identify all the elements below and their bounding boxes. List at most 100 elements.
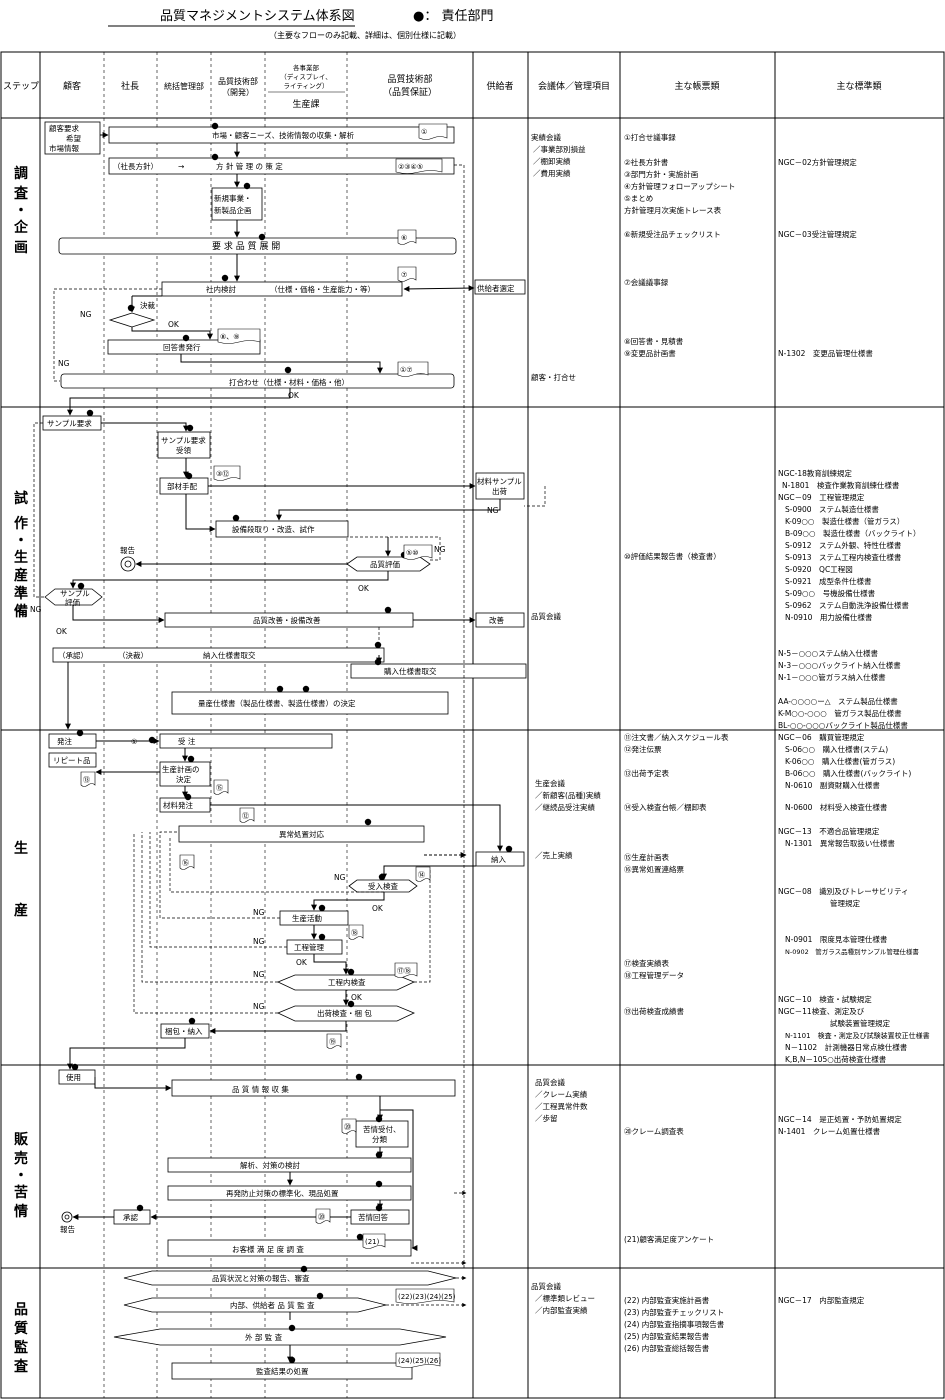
ng-3: NG [487, 506, 499, 515]
std-c14: N-1101 検査・測定及び試験装置校正仕様書 [785, 1031, 930, 1040]
mk-7: ⑦ [401, 271, 407, 279]
col-customer: 顧客 [63, 80, 81, 92]
form-5: ⑤まとめ [624, 194, 653, 203]
mk-13: ⑬ [83, 776, 90, 784]
mtg-s3d: ／売上実績 [535, 850, 573, 860]
parts-label: 部材手配 [167, 481, 197, 491]
form-8: ⑧回答書・見積書 [624, 336, 684, 346]
col-standards: 主な標準類 [836, 80, 881, 92]
box-meeting-item [60, 373, 455, 389]
stage-sales-2: 売 [14, 1150, 28, 1167]
stage-plan-3: ・ [14, 203, 28, 219]
ok-2: OK [288, 391, 300, 400]
mk-1b: ① [131, 738, 137, 746]
std-b18: K-M○○-○○○ 管ガラス製品仕様書 [778, 708, 902, 718]
decision-label: 決裁 [140, 300, 155, 310]
mk-14: ⑭ [418, 871, 425, 879]
supplier-select-label: 供給者選定 [477, 283, 515, 293]
form-9: ⑨変更品計画書 [624, 348, 676, 358]
material-order-label: 材料発注 [163, 800, 193, 810]
col-president: 社長 [121, 80, 139, 92]
meeting-item-label: 打合わせ（仕様・材料・価格・他） [229, 377, 349, 387]
box-survey [167, 1239, 412, 1257]
mk-1718: ⑰⑱ [397, 967, 411, 975]
equip-label: 設備段取り・改造、試作 [232, 524, 315, 534]
complaint-1: 苦情受付、 [363, 1124, 401, 1134]
col-prod-3: ライティング） [284, 81, 329, 90]
std-b6: B-09○○ 製造仕様書（バックライト） [785, 528, 920, 538]
col-qa: 品質技術部 [387, 73, 432, 85]
process-label: 工程管理 [294, 942, 324, 952]
column-headers: ステップ 顧客 社長 統括管理部 品質技術部 （開発） 各事業部 （ディスプレイ… [3, 63, 882, 110]
mtg-s1e: 顧客・打合せ [531, 372, 576, 382]
mk-312: ③⑫ [216, 470, 229, 478]
ng-8: NG [253, 937, 265, 946]
mtg-s1c: ／棚卸実績 [533, 156, 571, 166]
std-c8: N-1301 異常報告取扱い仕様書 [785, 838, 895, 848]
sample-accept-2: 受領 [176, 445, 191, 455]
box-supplier-select [474, 279, 526, 295]
kessai-label: （決裁） [118, 650, 148, 660]
improve-label: 品質改善・設備改善 [253, 615, 321, 625]
quality-eval-label: 品質評価 [370, 559, 400, 569]
production-label: 生産活動 [292, 913, 322, 923]
box-newbiz [211, 187, 263, 221]
std-b5: K-09○○ 製造仕様書（管ガラス） [785, 516, 904, 526]
box-sample-accept [157, 431, 211, 459]
std-b1: NGC-18教育訓練規定 [778, 468, 852, 478]
stage-sales-4: 苦 [14, 1184, 28, 1201]
repeat-label: リピート品 [53, 756, 91, 765]
ng-10: NG [253, 1002, 265, 1011]
diamond-decision [108, 312, 156, 328]
ok-1: OK [168, 320, 180, 329]
improve-sup-label: 改善 [489, 615, 504, 625]
flow-arrows [65, 132, 503, 1363]
answer-label: 回答書発行 [163, 342, 201, 352]
report-label-2: 報告 [60, 1224, 75, 1234]
box-material-sample [475, 472, 525, 500]
ng-7: NG [253, 908, 265, 917]
stage-proto-6: 準 [14, 585, 28, 602]
std-d1: NGC－14 是正処置・予防処置規定 [778, 1114, 902, 1124]
mtg-s1d: ／費用実績 [533, 168, 571, 178]
document-markers [80, 123, 455, 1368]
std-d2: N-1401 クレーム処置仕様書 [778, 1126, 881, 1136]
form-17: ⑰検査実績表 [624, 958, 669, 968]
form-23: (23) 内部監査チェックリスト [624, 1307, 724, 1317]
std-b2: N-1801 検査作業教育訓練仕様書 [782, 480, 900, 490]
ng-5: NG [30, 605, 42, 614]
stage-plan-5: 画 [14, 240, 28, 256]
box-cust-req [44, 121, 101, 155]
stage-prod-2: 産 [14, 902, 28, 919]
form-11: ⑪注文書／納入スケジュール表 [624, 732, 729, 742]
mk-2426: (24)(25)(26) [398, 1357, 441, 1365]
std-b11: S-09○○ 号機設備仕様書 [785, 588, 876, 598]
std-b17: AA-○○○○ー△ ステム製品仕様書 [778, 696, 898, 706]
report-circle-outer [120, 556, 136, 572]
col-qa-sub: （品質保証） [383, 86, 437, 98]
col-prod-4: 生産課 [292, 98, 319, 110]
std-c7: NGC－13 不適合品管理規定 [778, 826, 880, 836]
std-e1: NGC－17 内部監査規定 [778, 1295, 865, 1305]
stage-proto-1: 試 [14, 490, 28, 507]
std-a2: NGC－03受注管理規定 [778, 229, 857, 239]
std-c12: NGC－10 検査・試験規定 [778, 994, 872, 1004]
col-meeting: 会議体／管理項目 [538, 80, 610, 92]
box-market [108, 126, 455, 144]
hex-sample-eval [44, 588, 103, 606]
form-16: ⑯異常処置連絡票 [624, 864, 684, 874]
box-delivery-in [475, 851, 525, 867]
material-sample-2: 出荷 [492, 486, 507, 496]
hex-external-audit [113, 1328, 447, 1346]
sample-eval-2: 評価 [65, 597, 80, 607]
col-forms: 主な帳票類 [674, 80, 719, 92]
form-2: ②社長方針書 [624, 157, 669, 167]
quality-deploy-label: 要 求 品 質 展 開 [212, 240, 280, 252]
form-3: ③部門方針・実施計画 [624, 169, 698, 179]
mtg-s3c: ／継続品受注実績 [535, 802, 595, 812]
std-c6: N-0600 材料受入検査仕様書 [785, 802, 888, 812]
std-b9: S-0920 QC工程図 [785, 565, 853, 574]
cust-req-2: 希望 [66, 133, 81, 143]
stage-sales-5: 情 [14, 1203, 28, 1220]
